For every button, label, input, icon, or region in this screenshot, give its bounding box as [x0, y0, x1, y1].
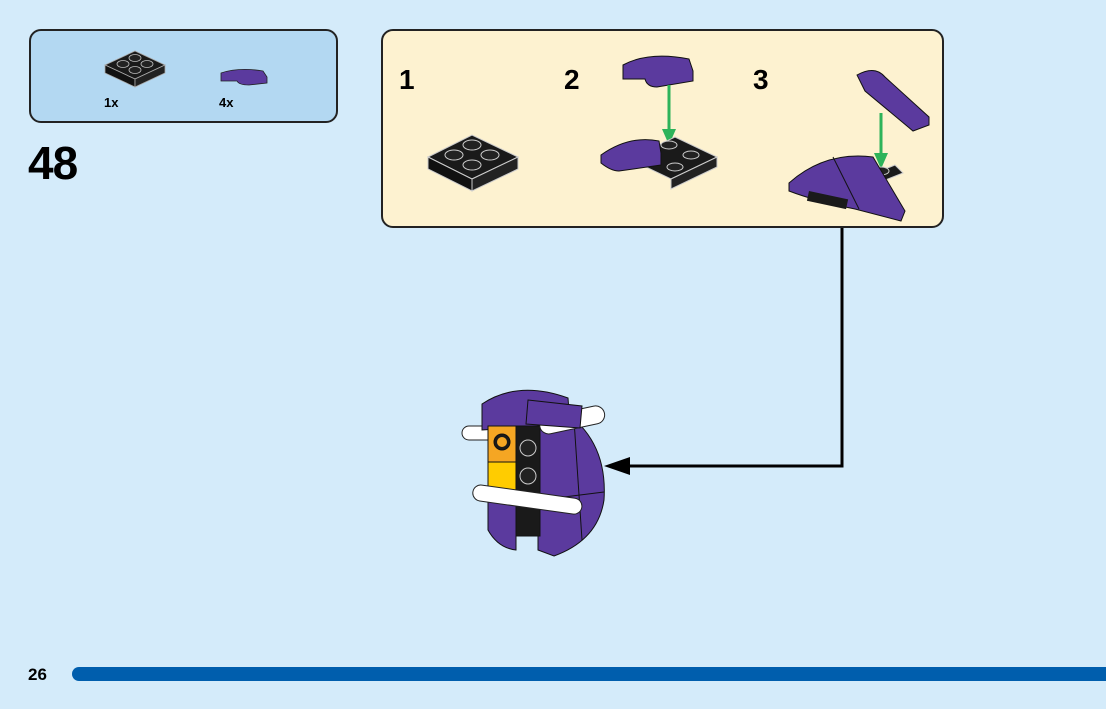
part-purple-slope-icon: [220, 69, 268, 86]
sub-step-2-number: 2: [564, 64, 580, 95]
sub-step-2-illustration: [600, 55, 719, 190]
sub-step-3-number: 3: [753, 64, 769, 95]
sub-step-1-number: 1: [399, 64, 415, 95]
sub-step-1-plate-illustration: [426, 134, 520, 192]
part-black-plate-icon: [104, 50, 166, 88]
page-number: 26: [28, 665, 47, 684]
sub-assembly-box: 1 2 3: [381, 29, 944, 228]
step-number: 48: [28, 137, 78, 189]
sub-step-3-illustration: [788, 70, 930, 222]
part-qty-black-plate: 1x: [104, 95, 119, 110]
page-bar: [72, 667, 1106, 681]
parts-list-box: 1x 4x: [29, 29, 338, 123]
part-qty-purple-slope: 4x: [219, 95, 234, 110]
model-assembly-illustration: [461, 389, 606, 557]
